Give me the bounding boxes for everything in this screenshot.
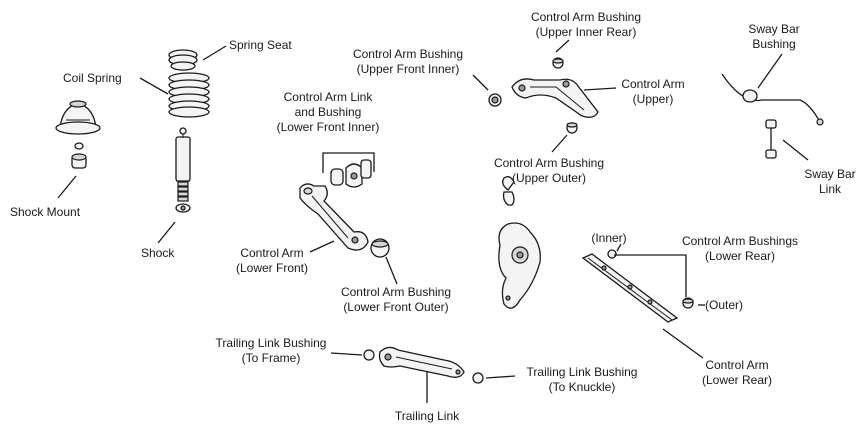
control-arm-bushing-lower-front-outer-part bbox=[371, 239, 389, 257]
label-control-arm-link-line3: (Lower Front Inner) bbox=[277, 120, 380, 134]
label-cab-upper-inner-rear-line2: (Upper Inner Rear) bbox=[536, 25, 637, 39]
label-tlb-frame-line1: Trailing Link Bushing bbox=[216, 336, 327, 350]
control-arm-lower-front-part bbox=[300, 184, 368, 250]
label-control-arm-lower-front-line1: Control Arm bbox=[240, 246, 303, 260]
label-spring-seat: Spring Seat bbox=[229, 38, 292, 52]
control-arm-lower-rear-part bbox=[583, 254, 677, 322]
sway-bar-part bbox=[722, 74, 823, 125]
label-cab-lower-front-outer-line1: Control Arm Bushing bbox=[341, 285, 451, 299]
label-control-arm-upper-line2: (Upper) bbox=[633, 92, 674, 106]
label-cab-upper-front-inner-line1: Control Arm Bushing bbox=[353, 47, 463, 61]
label-control-arm-upper-line1: Control Arm bbox=[621, 77, 684, 91]
label-sway-bar-bushing-line1: Sway Bar bbox=[748, 22, 799, 36]
shock-part bbox=[176, 128, 190, 212]
control-arm-bushing-lower-rear-inner-part bbox=[608, 250, 616, 258]
control-arm-bushing-lower-rear-outer-part bbox=[683, 298, 693, 308]
spring-seat-part bbox=[169, 50, 197, 70]
label-cab-upper-outer-line2: (Upper Outer) bbox=[512, 171, 586, 185]
label-cab-upper-front-inner-line2: (Upper Front Inner) bbox=[357, 62, 460, 76]
label-shock: Shock bbox=[141, 246, 175, 260]
control-arm-bushing-upper-inner-rear-part bbox=[553, 58, 563, 68]
control-arm-bushing-upper-outer-part bbox=[567, 123, 577, 133]
label-control-arm-lower-rear-line2: (Lower Rear) bbox=[702, 373, 772, 387]
control-arm-upper-part bbox=[512, 79, 598, 117]
trailing-link-part bbox=[380, 347, 465, 377]
label-control-arm-lower-rear-line1: Control Arm bbox=[705, 358, 768, 372]
trailing-link-bushing-knuckle-part bbox=[473, 373, 483, 383]
label-control-arm-lower-front-line2: (Lower Front) bbox=[236, 261, 308, 275]
label-cab-upper-outer-line1: Control Arm Bushing bbox=[494, 156, 604, 170]
shock-mount-part bbox=[56, 101, 100, 168]
knuckle-part bbox=[499, 177, 540, 308]
label-sway-bar-link-line2: Link bbox=[819, 182, 842, 196]
label-inner: (Inner) bbox=[591, 231, 626, 245]
label-cab-lower-front-outer-line2: (Lower Front Outer) bbox=[343, 300, 448, 314]
label-cab-upper-inner-rear-line1: Control Arm Bushing bbox=[531, 10, 641, 24]
label-tlb-frame-line2: (To Frame) bbox=[242, 351, 301, 365]
label-control-arm-link-line1: Control Arm Link bbox=[284, 90, 374, 104]
label-coil-spring: Coil Spring bbox=[63, 71, 122, 85]
label-tlb-knuckle-line1: Trailing Link Bushing bbox=[527, 365, 638, 379]
label-tlb-knuckle-line2: (To Knuckle) bbox=[549, 380, 616, 394]
label-cab-lower-rear-line1: Control Arm Bushings bbox=[682, 234, 798, 248]
label-sway-bar-link-line1: Sway Bar bbox=[804, 167, 855, 181]
label-sway-bar-bushing-line2: Bushing bbox=[752, 37, 795, 51]
label-control-arm-link-line2: and Bushing bbox=[295, 105, 362, 119]
label-outer: (Outer) bbox=[705, 298, 743, 312]
label-shock-mount: Shock Mount bbox=[10, 205, 81, 219]
coil-spring-part bbox=[169, 73, 209, 117]
sway-bar-link-part bbox=[766, 120, 776, 158]
control-arm-bushing-upper-front-inner-part bbox=[489, 94, 501, 106]
control-arm-link-bushing-part bbox=[331, 160, 371, 187]
label-trailing-link: Trailing Link bbox=[395, 409, 460, 423]
trailing-link-bushing-frame-part bbox=[364, 350, 374, 360]
label-cab-lower-rear-line2: (Lower Rear) bbox=[705, 249, 775, 263]
